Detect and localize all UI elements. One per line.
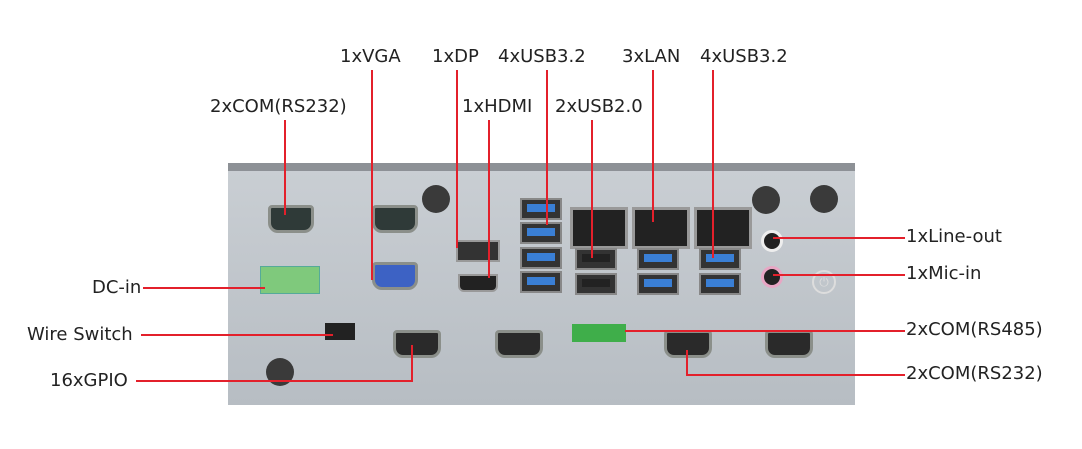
rubber-foot bbox=[422, 185, 450, 213]
label-gpio: 16xGPIO bbox=[50, 370, 128, 391]
label-mic-in: 1xMic-in bbox=[906, 263, 982, 284]
leader-line bbox=[686, 374, 905, 376]
usb3-port bbox=[520, 247, 562, 269]
usb3-port bbox=[637, 248, 679, 270]
usb3-port bbox=[699, 248, 741, 270]
com-port bbox=[664, 330, 712, 358]
label-usb20: 2xUSB2.0 bbox=[555, 96, 643, 117]
dp-port bbox=[456, 240, 500, 262]
label-hdmi: 1xHDMI bbox=[462, 96, 533, 117]
leader-line bbox=[773, 237, 905, 239]
rubber-foot bbox=[810, 185, 838, 213]
usb3-port bbox=[520, 198, 562, 220]
leader-line bbox=[652, 70, 654, 222]
label-com-rs485: 2xCOM(RS485) bbox=[906, 319, 1043, 340]
com-port bbox=[268, 205, 314, 233]
leader-line bbox=[143, 287, 265, 289]
mic-in-jack bbox=[761, 266, 783, 288]
label-lan: 3xLAN bbox=[622, 46, 681, 67]
label-vga: 1xVGA bbox=[340, 46, 401, 67]
leader-line bbox=[712, 70, 714, 258]
leader-line bbox=[371, 70, 373, 280]
label-usb32-b: 4xUSB3.2 bbox=[700, 46, 788, 67]
vga-port bbox=[372, 262, 418, 290]
gpio-port bbox=[393, 330, 441, 358]
leader-line bbox=[136, 380, 413, 382]
label-com-bottom: 2xCOM(RS232) bbox=[906, 363, 1043, 384]
label-wire-switch: Wire Switch bbox=[27, 324, 133, 345]
com-port bbox=[765, 330, 813, 358]
usb2-port bbox=[575, 273, 617, 295]
gpio-port bbox=[495, 330, 543, 358]
leader-line bbox=[625, 330, 905, 332]
leader-line bbox=[141, 334, 333, 336]
wire-switch-connector bbox=[325, 323, 355, 340]
label-line-out: 1xLine-out bbox=[906, 226, 1002, 247]
leader-line bbox=[773, 274, 905, 276]
lan-port bbox=[694, 207, 752, 249]
label-usb32-a: 4xUSB3.2 bbox=[498, 46, 586, 67]
rubber-foot bbox=[752, 186, 780, 214]
leader-line bbox=[284, 120, 286, 215]
leader-line bbox=[456, 70, 458, 248]
power-icon: ⏻ bbox=[812, 270, 836, 294]
hdmi-port bbox=[458, 274, 498, 292]
label-com-top: 2xCOM(RS232) bbox=[210, 96, 347, 117]
leader-line bbox=[686, 350, 688, 376]
usb3-port bbox=[520, 271, 562, 293]
line-out-jack bbox=[761, 230, 783, 252]
com-port bbox=[372, 205, 418, 233]
leader-line bbox=[546, 70, 548, 225]
label-dp: 1xDP bbox=[432, 46, 479, 67]
leader-line bbox=[591, 120, 593, 258]
lan-port bbox=[570, 207, 628, 249]
usb2-port bbox=[575, 248, 617, 270]
dc-in-terminal bbox=[260, 266, 320, 294]
lan-port bbox=[632, 207, 690, 249]
usb3-port bbox=[699, 273, 741, 295]
rs485-terminal bbox=[572, 324, 626, 342]
leader-line bbox=[488, 120, 490, 278]
usb3-port bbox=[637, 273, 679, 295]
label-dc-in: DC-in bbox=[92, 277, 142, 298]
leader-line bbox=[411, 345, 413, 382]
usb3-port bbox=[520, 222, 562, 244]
